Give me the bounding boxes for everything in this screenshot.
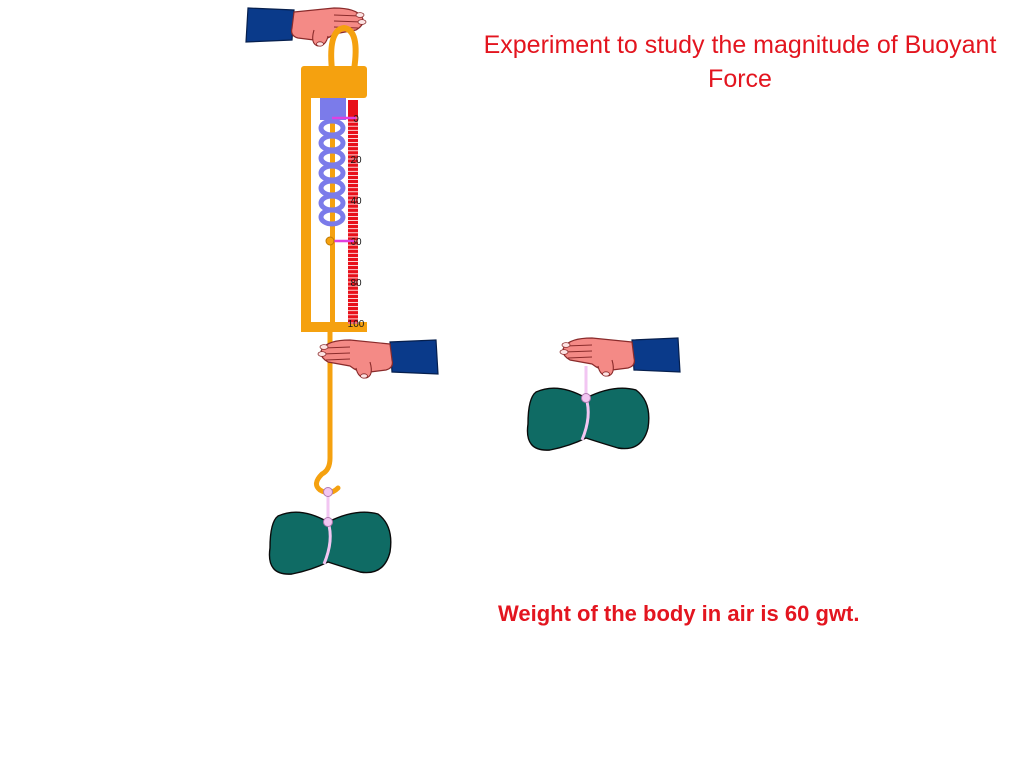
scale-label: 20: [350, 155, 362, 166]
spring-cap: [320, 98, 346, 120]
balance-left-rail: [301, 70, 311, 332]
right-hand: [559, 337, 681, 377]
scale-ticks: [348, 100, 360, 324]
balance-top-bar: [301, 66, 367, 98]
middle-hand: [317, 339, 439, 379]
scale-label: 80: [350, 278, 362, 289]
balance-pointer: [325, 236, 354, 246]
scale-label: 0: [353, 114, 359, 125]
scale-label: 40: [350, 196, 362, 207]
caption-unit: gwt.: [815, 601, 860, 626]
scale-label: 100: [348, 319, 365, 330]
hanging-body: [268, 487, 392, 575]
spring-balance: 0 20 40 60 80 100: [301, 66, 367, 332]
caption-prefix: Weight of the body in air is: [498, 601, 779, 626]
spring-coils: [318, 118, 346, 227]
weight-caption: Weight of the body in air is 60 gwt.: [498, 601, 978, 627]
scale-labels: 0 20 40 60 80 100: [348, 114, 365, 330]
scale-label: 60: [350, 237, 362, 248]
balance-inner-rod: [330, 96, 335, 332]
held-body: [526, 366, 650, 451]
caption-value: 60: [784, 601, 810, 626]
page-title: Experiment to study the magnitude of Buo…: [483, 31, 997, 93]
balance-ring: [328, 24, 359, 71]
